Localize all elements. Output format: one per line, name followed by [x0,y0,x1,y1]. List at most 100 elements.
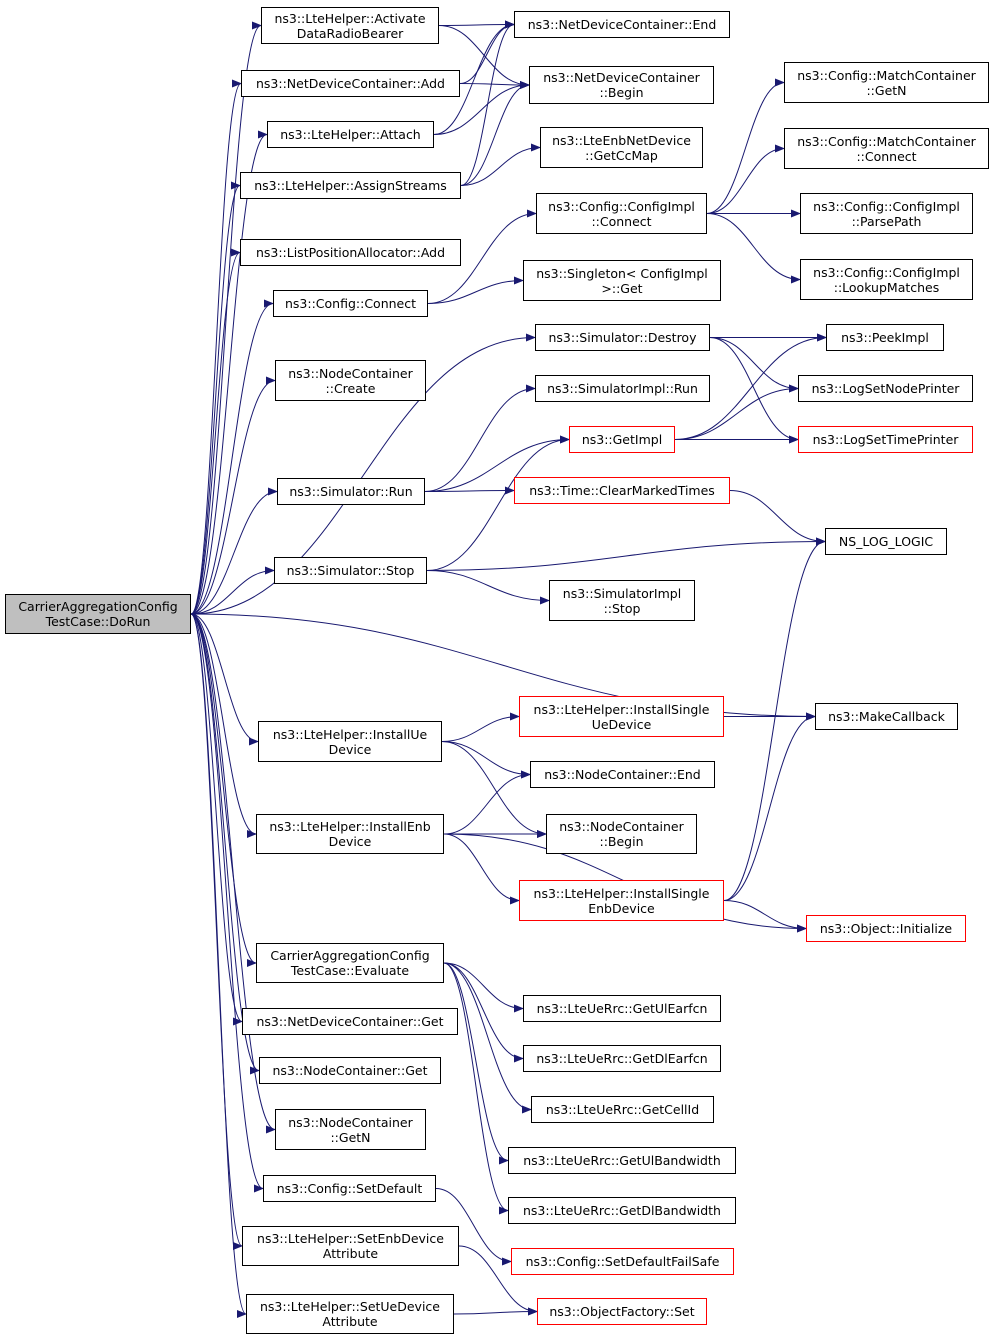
node-clear_times[interactable]: ns3::Time::ClearMarkedTimes [514,477,730,504]
edge-root-to-lpa_add [190,248,241,615]
edge-install_enb-to-nc_end [443,770,531,835]
node-label-line: NS_LOG_LOGIC [838,534,934,549]
edge-set_ue_attr-to-objfactory_set [453,1307,538,1316]
node-get_dl_bw[interactable]: ns3::LteUeRrc::GetDlBandwidth [508,1197,736,1224]
edge-evaluate-to-get_ul_earfcn [443,962,524,1013]
node-make_callback[interactable]: ns3::MakeCallback [815,703,958,730]
node-cfg_connect[interactable]: ns3::Config::Connect [273,290,428,317]
node-nc_get[interactable]: ns3::NodeContainer::Get [259,1057,441,1084]
edge-root-to-cfg_setdefault [190,613,264,1193]
node-ndc_begin[interactable]: ns3::NetDeviceContainer::Begin [529,66,714,104]
node-simimpl_run[interactable]: ns3::SimulatorImpl::Run [535,375,710,402]
node-ndc_get[interactable]: ns3::NetDeviceContainer::Get [242,1008,458,1035]
edge-sim_stop-to-ns_log_logic [426,537,826,571]
node-sim_destroy[interactable]: ns3::Simulator::Destroy [535,324,710,351]
node-label-line: ns3::NodeContainer::Get [272,1063,428,1078]
node-log_node_printer[interactable]: ns3::LogSetNodePrinter [798,375,973,402]
edge-root-to-nc_create [190,376,276,615]
node-nc_create[interactable]: ns3::NodeContainer::Create [275,360,426,401]
node-label-line: >::Get [601,280,643,296]
node-objfactory_set[interactable]: ns3::ObjectFactory::Set [537,1298,707,1325]
edge-install_ue-to-nc_end [441,741,531,779]
node-label-line: ::Stop [603,600,641,616]
edge-attach-to-ndc_begin [433,81,530,135]
edge-root-to-set_ue_attr [190,613,247,1318]
node-label-line: ns3::LteHelper::InstallSingle [533,701,710,717]
node-cfgimpl_connect[interactable]: ns3::Config::ConfigImpl::Connect [536,193,707,234]
node-sim_stop[interactable]: ns3::Simulator::Stop [274,557,427,584]
node-nc_begin[interactable]: ns3::NodeContainer::Begin [546,814,697,854]
node-set_default_fs[interactable]: ns3::Config::SetDefaultFailSafe [511,1248,734,1275]
node-label-line: Attribute [322,1314,378,1329]
node-sim_run[interactable]: ns3::Simulator::Run [277,478,425,505]
node-label-line: ns3::NetDeviceContainer::Add [256,76,445,91]
edge-cfg_connect-to-singleton_get [427,276,524,304]
node-label-line: ns3::PeekImpl [841,330,929,345]
node-label-line: ns3::LteUeRrc::GetCellId [545,1102,700,1117]
node-enb_ccmap[interactable]: ns3::LteEnbNetDevice::GetCcMap [540,127,703,168]
node-ns_log_logic[interactable]: NS_LOG_LOGIC [825,528,947,555]
node-label-line: ::Begin [599,85,644,100]
node-label-line: ns3::NodeContainer::End [544,767,701,782]
edge-ndc_add-to-ndc_end [459,20,515,84]
node-get_ul_earfcn[interactable]: ns3::LteUeRrc::GetUlEarfcn [523,995,721,1022]
node-label-line: Device [328,741,372,757]
node-label-line: ns3::Time::ClearMarkedTimes [529,483,715,498]
node-lookup_matches[interactable]: ns3::Config::ConfigImpl::LookupMatches [800,259,973,300]
node-label-line: ns3::Config::SetDefaultFailSafe [525,1254,720,1269]
node-label-line: ns3::LogSetNodePrinter [811,381,960,396]
edge-install_ue-to-nc_begin [441,741,547,838]
node-mc_connect[interactable]: ns3::Config::MatchContainer::Connect [784,128,989,169]
node-ndc_end[interactable]: ns3::NetDeviceContainer::End [514,11,730,38]
node-log_time_printer[interactable]: ns3::LogSetTimePrinter [798,426,973,453]
node-getimpl[interactable]: ns3::GetImpl [569,426,675,453]
edge-sim_run-to-getimpl [424,435,570,492]
edge-assign-to-ndc_begin [460,81,530,186]
node-get_dl_earfcn[interactable]: ns3::LteUeRrc::GetDlEarfcn [523,1045,721,1072]
edge-evaluate-to-get_ul_bw [443,962,509,1165]
node-label-line: CarrierAggregationConfig [270,948,430,963]
node-obj_initialize[interactable]: ns3::Object::Initialize [806,915,966,942]
node-label-line: ns3::LteHelper::SetUeDevice [259,1299,440,1314]
edge-root-to-sim_destroy [190,333,536,615]
edge-cfg_connect-to-cfgimpl_connect [427,209,537,304]
edge-root-to-assign [190,181,241,615]
node-nc_end[interactable]: ns3::NodeContainer::End [530,761,715,788]
edge-sim_stop-to-getimpl [426,435,570,571]
node-label-line: TestCase::DoRun [45,614,151,629]
node-simimpl_stop[interactable]: ns3::SimulatorImpl::Stop [549,580,695,621]
node-label-line: UeDevice [591,716,652,732]
node-label-line: Attribute [322,1246,379,1261]
node-peekimpl[interactable]: ns3::PeekImpl [826,324,944,351]
node-label-line: ns3::LteUeRrc::GetUlBandwidth [523,1153,721,1168]
edge-root-to-ndc_add [190,79,242,615]
node-get_cellid[interactable]: ns3::LteUeRrc::GetCellId [531,1096,714,1123]
node-label-line: ::ParsePath [851,213,922,229]
node-singleton_get[interactable]: ns3::Singleton< ConfigImpl>::Get [523,260,721,301]
node-cfg_setdefault[interactable]: ns3::Config::SetDefault [263,1175,436,1202]
node-mc_getn[interactable]: ns3::Config::MatchContainer::GetN [784,62,989,103]
node-parse_path[interactable]: ns3::Config::ConfigImpl::ParsePath [800,193,973,234]
node-label-line: ::LookupMatches [833,279,940,295]
edge-set_enb_attr-to-objfactory_set [458,1245,538,1316]
node-assign[interactable]: ns3::LteHelper::AssignStreams [240,172,461,199]
node-lpa_add[interactable]: ns3::ListPositionAllocator::Add [240,239,461,266]
edge-clear_times-to-ns_log_logic [729,490,826,546]
node-get_ul_bw[interactable]: ns3::LteUeRrc::GetUlBandwidth [508,1147,736,1174]
node-label-line: ::GetN [866,82,907,98]
node-label-line: ns3::MakeCallback [828,709,945,724]
node-ndc_add[interactable]: ns3::NetDeviceContainer::Add [241,70,460,97]
node-attach[interactable]: ns3::LteHelper::Attach [267,121,434,148]
node-nc_getn[interactable]: ns3::NodeContainer::GetN [275,1109,426,1150]
node-label-line: ns3::LteUeRrc::GetDlBandwidth [523,1203,721,1218]
edge-sim_stop-to-simimpl_stop [426,570,550,605]
node-label-line: ns3::NodeContainer [559,819,684,834]
